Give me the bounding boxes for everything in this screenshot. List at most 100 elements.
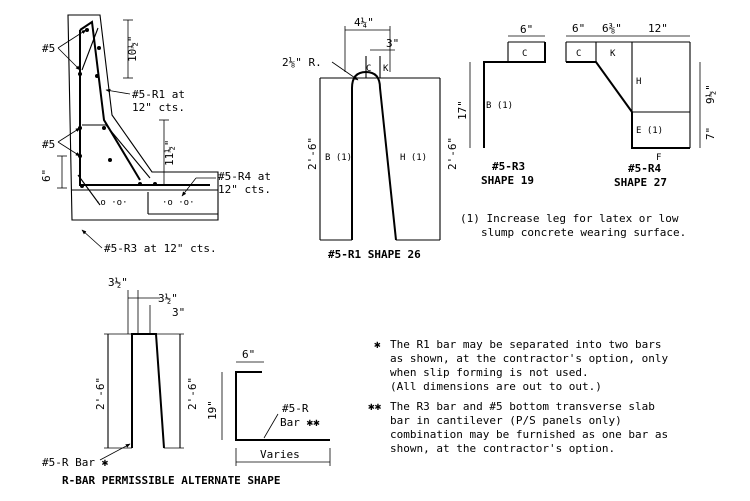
alt-label-1: #5-R [282,402,309,415]
radius-label: 2⅛" R. [282,56,322,69]
r1-callout-line1: #5-R1 at [132,88,185,101]
note-star2-line: combination may be furnished as one bar … [390,428,668,441]
r3-dim-17: 17" [456,100,469,120]
k-label: K [383,64,389,74]
bar-bend-3 [77,174,101,206]
dim-4-quarter: 4¼" [354,16,374,29]
r3-bar-path [79,30,210,186]
r3-dim-top: 6" [520,23,533,36]
dim-right-2-6: 2'-6" [446,137,459,170]
callout-leader [181,177,197,197]
bar-bend-2 [82,124,151,179]
callout-leader [263,413,279,439]
note-star1-line: (All dimensions are out to out.) [390,380,602,393]
alt-dim-left: 19" [206,400,219,420]
r4-f-label: F [656,153,661,163]
alt-dim-top: 6" [242,348,255,361]
r1-callout-line2: 12" cts. [132,101,185,114]
callout-leader [57,141,81,157]
r4-bar-outline [566,61,690,149]
dim-left-2-6: 2'-6" [306,137,319,170]
r4-dim-c: 6" [572,22,585,35]
note-star1-line: when slip forming is not used. [390,366,589,379]
callout-leader [81,229,103,249]
callout-leader [99,443,131,461]
alt-bar-shape: 6" 19" #5-R Bar ✱✱ Varies [206,348,331,466]
r3-callout: #5-R3 at 12" cts. [104,242,217,255]
bar-dot [138,182,142,186]
rail-section: ·o ·o· ·o ·o· #5 #5 10½" 11½" 6" #5-R1 a… [40,14,271,255]
r4-title: #5-R4 [628,162,661,175]
r4-shape-27: 6" 6⅜" 12" C K H E (1) F 9½" 7" #5-R4 SH… [565,22,717,189]
r4-c-label: C [576,49,581,59]
r-bar-title: R-BAR PERMISSIBLE ALTERNATE SHAPE [62,474,281,487]
bar-dot [97,46,101,50]
h-label: H (1) [400,153,427,163]
r1-title: #5-R1 SHAPE 26 [328,248,421,261]
r3-bar-outline [483,42,546,148]
r4-dim-k: 6⅜" [602,22,622,35]
note-star2-line: The R3 bar and #5 bottom transverse slab [390,400,655,413]
dim-3: 3" [386,37,399,50]
rail-section-outline [67,14,219,221]
dim-11-half: 11½" [163,140,176,167]
note-star2-line: shown, at the contractor's option. [390,442,615,455]
r-bar-dim-b: 3½" [158,292,178,305]
concrete-speckle: ·o ·o· [162,198,195,208]
bar-bend-1 [81,27,99,71]
r4-dim-9: 9½" [704,84,717,104]
r3-title: #5-R3 [492,160,525,173]
dim-10-half: 10½" [126,36,139,63]
r3-c-label: C [522,49,527,59]
note-star1-line: as shown, at the contractor's option, on… [390,352,669,365]
note-1-line1: (1) Increase leg for latex or low [460,212,679,225]
alt-bar-outline [235,371,330,441]
note-star2-mark: ✱✱ [368,400,382,413]
callout-leader [105,88,131,95]
r1-bar-path [79,20,141,181]
bar-dot [95,74,99,78]
r3-b-label: B (1) [486,101,513,111]
r3-shape-19: 6" C B (1) 17" #5-R3 SHAPE 19 [456,23,546,187]
concrete-speckle: ·o ·o· [95,198,128,208]
note-star1-line: The R1 bar may be separated into two bar… [390,338,662,351]
r-bar-dim-a: 3½" [108,276,128,289]
bar-dot [80,184,84,188]
r4-callout-line1: #5-R4 at [218,170,271,183]
note-1-line2: slump concrete wearing surface. [481,226,686,239]
r-bar-dim-right: 2'-6" [186,377,199,410]
note-star2-line: bar in cantilever (P/S panels only) [390,414,622,427]
r-bar-dim-c: 3" [172,306,185,319]
r1-shape-26: 4¼" 3" 2⅛" R. C K B (1) H (1) 2'-6" 2'-6… [282,16,459,261]
alt-varies: Varies [260,448,300,461]
r4-h-label: H [636,77,641,87]
r4-dim-7: 7" [704,127,717,140]
note-star1-mark: ✱ [374,338,381,351]
bar-dot [78,72,82,76]
r-bar-outline [131,333,165,449]
r3-shape: SHAPE 19 [481,174,534,187]
r4-k-label: K [610,49,616,59]
r4-dim-right: 12" [648,22,668,35]
r-bar-label: #5-R Bar ✱ [42,456,109,469]
radius-leader [331,61,359,81]
callout-leader [57,29,87,49]
r4-callout-line2: 12" cts. [218,183,271,196]
r4-e-label: E (1) [636,126,663,136]
r1-bar-outline [351,70,397,241]
bar-dot [153,182,157,186]
dim-6: 6" [40,169,53,182]
alt-label-2: Bar ✱✱ [280,416,320,429]
c-label: C [366,64,371,74]
footnotes: ✱ The R1 bar may be separated into two b… [368,338,669,455]
r4-shape: SHAPE 27 [614,176,667,189]
note-1: (1) Increase leg for latex or low slump … [460,212,686,239]
r-bar-alternate-shape: 3½" 3½" 3" 2'-6" 2'-6" #5-R Bar ✱ R-BAR … [42,276,281,487]
b-label: B (1) [325,153,352,163]
callout-leader [57,127,81,143]
bar-dot [108,158,112,162]
callout-5-mid: #5 [42,138,55,151]
callout-5-top: #5 [42,42,55,55]
r-bar-dim-left: 2'-6" [94,377,107,410]
